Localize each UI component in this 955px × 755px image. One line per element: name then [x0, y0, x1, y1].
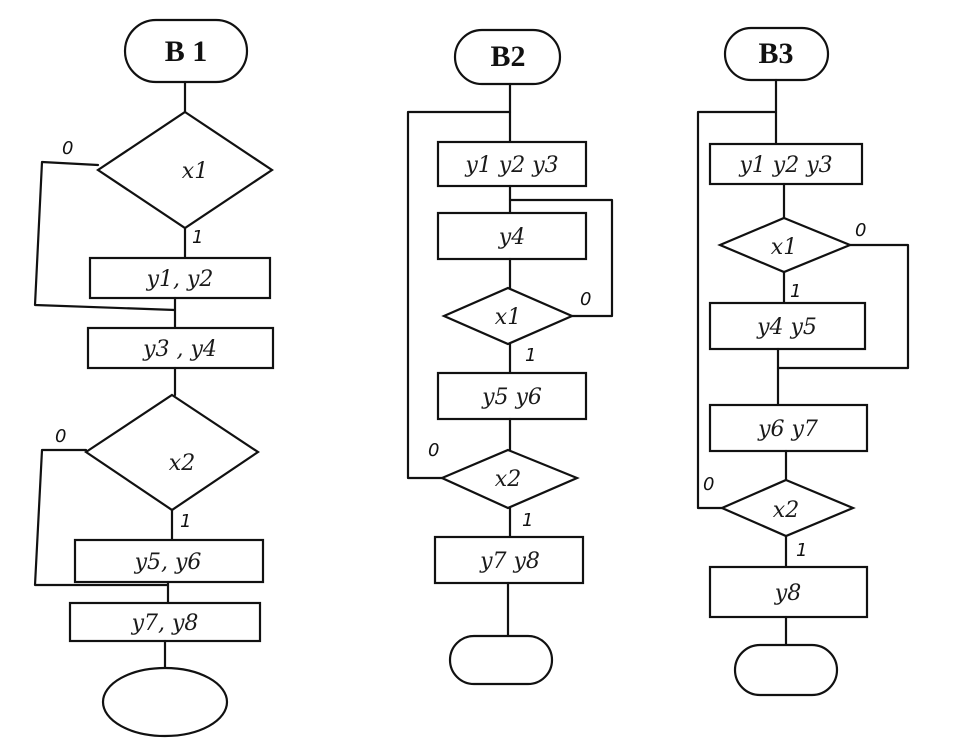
b2-zero-label-1: 0	[580, 289, 591, 310]
b2-decision-x1	[441, 286, 575, 346]
b1-action-y5-y6-label: y5, y6	[134, 550, 202, 575]
b3-zero-label-1: 0	[855, 220, 866, 241]
b3-end-terminal	[733, 643, 839, 697]
b2-action-y1-y2-y3-label: y1 y2 y3	[464, 153, 558, 178]
b3-action-y8-label: y8	[774, 581, 801, 606]
b3-decision-x1-label: x1	[771, 235, 797, 260]
b3-one-label-2: 1	[796, 540, 807, 561]
b1-end-terminal	[101, 666, 229, 738]
b1-branch-zero-line	[33, 160, 177, 312]
b1-action-y1-y2	[88, 256, 272, 300]
b3-action-y4-y5-label: y4 y5	[756, 315, 817, 340]
flowchart-b1: B 1 x1 0 1 y1, y2 y3 , y4 x2 0 1 y5, y6	[33, 18, 275, 738]
b1-action-y1-y2-label: y1, y2	[146, 267, 214, 292]
b2-outer-loop-line	[406, 110, 512, 480]
b1-decision-x1-label: x1	[182, 159, 208, 184]
b2-action-y5-y6-label: y5 y6	[481, 385, 542, 410]
b1-branch-zero-line	[33, 448, 170, 587]
b3-action-y8	[708, 565, 869, 619]
b2-decision-x2-label: x2	[495, 467, 521, 492]
b3-action-y4-y5	[708, 301, 867, 351]
b1-zero-label-1: 0	[62, 138, 73, 159]
flowchart-b3: B3 0 y1 y2 y3 x1 0 1 y4 y5 y6 y7 x2 1	[696, 26, 910, 697]
b2-inner-loop-line	[508, 198, 614, 318]
b1-zero-label-2: 0	[55, 426, 66, 447]
b1-action-y7-y8	[68, 601, 262, 643]
b3-title: B3	[758, 37, 793, 70]
b3-action-y1-y2-y3-label: y1 y2 y3	[738, 153, 832, 178]
b2-one-label-2: 1	[522, 510, 533, 531]
b1-action-y7-y8-label: y7, y8	[131, 611, 199, 636]
b3-action-y6-y7-label: y6 y7	[757, 417, 818, 442]
flowchart-b2: B2 0 y1 y2 y3 0 y4 x1 1 y5 y6 x2 1	[406, 28, 614, 686]
b1-one-label-1: 1	[192, 227, 203, 248]
b3-outer-loop-line	[696, 110, 778, 510]
b2-action-y4	[436, 211, 588, 261]
b1-one-label-2: 1	[180, 511, 191, 532]
b2-zero-label-2: 0	[428, 440, 439, 461]
b2-decision-x2	[439, 448, 580, 510]
b3-decision-x2-label: x2	[773, 498, 799, 523]
b3-branch-zero-line	[776, 243, 910, 370]
b3-action-y1-y2-y3	[708, 142, 864, 186]
b1-action-y3-y4	[86, 326, 275, 370]
b2-end-terminal	[448, 634, 554, 686]
b2-action-y7-y8-label: y7 y8	[479, 549, 540, 574]
b1-decision-x2-label: x2	[169, 451, 195, 476]
b2-decision-x1-label: x1	[495, 305, 521, 330]
b2-start-terminal	[453, 28, 562, 86]
b2-title: B2	[490, 40, 525, 73]
b3-action-y6-y7	[708, 403, 869, 453]
b3-one-label-1: 1	[790, 281, 801, 302]
b1-action-y5-y6	[73, 538, 265, 584]
b2-action-y4-label: y4	[498, 225, 525, 250]
b2-one-label-1: 1	[525, 345, 536, 366]
b1-title: B 1	[165, 35, 208, 68]
b2-action-y7-y8	[433, 535, 585, 585]
b2-action-y1-y2-y3	[436, 140, 588, 188]
b1-action-y3-y4-label: y3 , y4	[142, 337, 217, 362]
b2-action-y5-y6	[436, 371, 588, 421]
b3-zero-label-2: 0	[703, 474, 714, 495]
